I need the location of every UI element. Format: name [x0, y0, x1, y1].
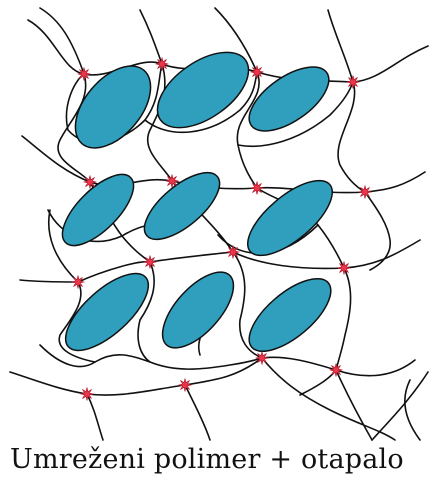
- crosslink-star-icon: [78, 68, 91, 81]
- crosslink-star-icon: [256, 352, 269, 365]
- polymer-chain: [405, 380, 420, 440]
- polymer-chain: [262, 358, 395, 440]
- polymer-chain: [40, 345, 415, 376]
- crosslink-star-icon: [81, 388, 94, 401]
- crosslink-star-icon: [72, 276, 85, 289]
- polymer-chain: [10, 358, 262, 395]
- crosslink-star-icon: [338, 262, 351, 275]
- polymer-chain: [336, 268, 351, 370]
- solvent-ellipse-icon: [144, 37, 261, 143]
- crosslink-star-icon: [84, 176, 97, 189]
- crosslink-star-icon: [166, 175, 179, 188]
- solvent-ellipse-icon: [51, 163, 144, 256]
- solvent-domains: [51, 37, 344, 364]
- crosslink-star-icon: [347, 76, 360, 89]
- crosslink-star-icon: [227, 246, 240, 259]
- solvent-ellipse-icon: [150, 260, 246, 359]
- solvent-ellipse-icon: [236, 168, 344, 269]
- polymer-chain: [328, 10, 365, 192]
- crosslink-star-icon: [251, 66, 264, 79]
- crosslink-star-icon: [179, 379, 192, 392]
- solvent-ellipse-icon: [238, 266, 343, 364]
- solvent-ellipse-icon: [61, 52, 166, 162]
- solvent-ellipse-icon: [134, 161, 230, 251]
- diagram-caption: Umreženi polimer + otapalo: [10, 444, 430, 475]
- crosslink-star-icon: [144, 256, 157, 269]
- polymer-chain: [87, 370, 372, 440]
- crosslink-star-icon: [359, 186, 372, 199]
- crosslink-star-icon: [330, 364, 343, 377]
- crosslink-star-icon: [251, 182, 264, 195]
- crosslink-star-icon: [156, 58, 169, 71]
